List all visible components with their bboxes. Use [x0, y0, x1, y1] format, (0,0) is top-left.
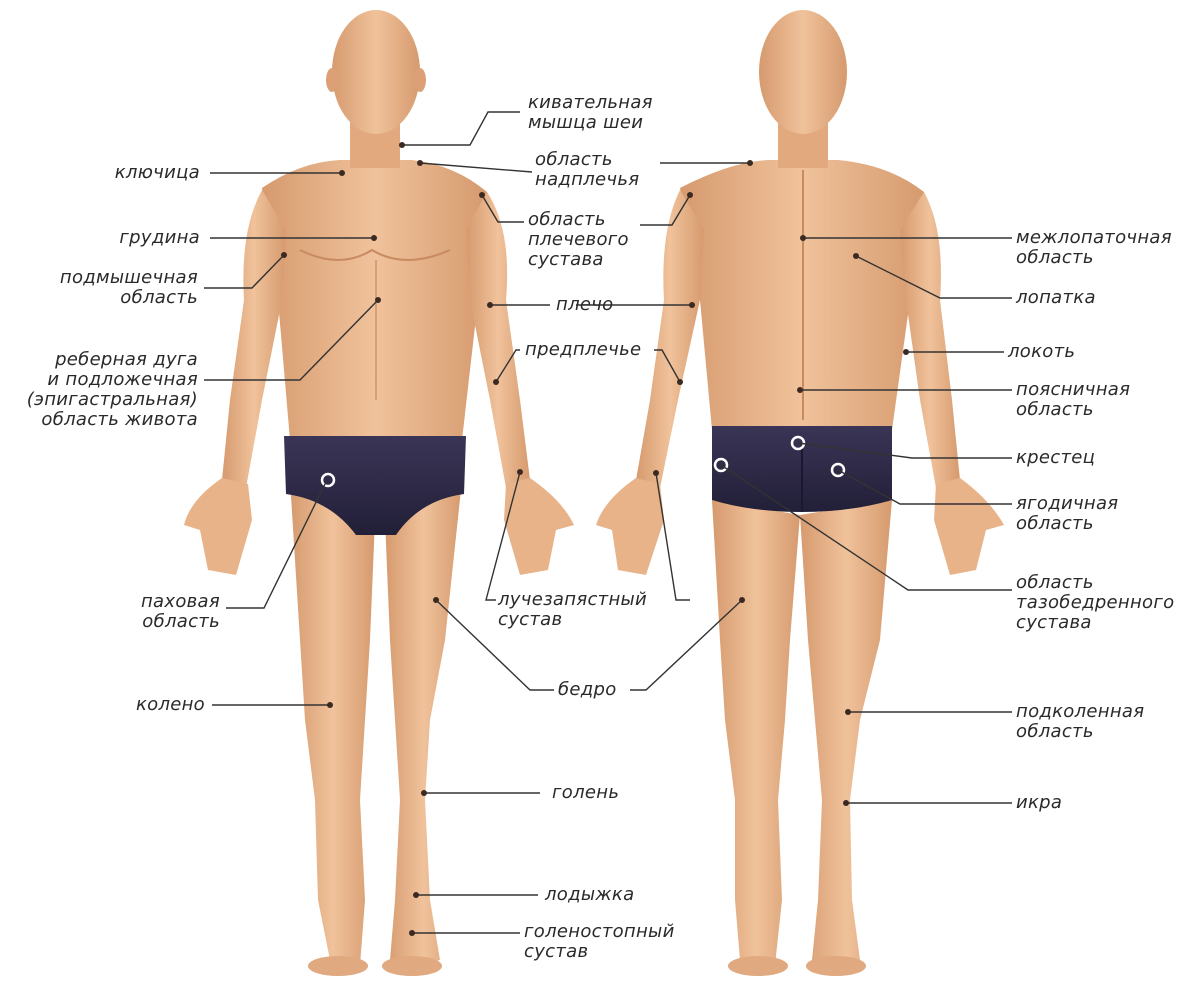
- label-podmyshechnaya: подмышечная область: [40, 268, 198, 308]
- label-luchezapyastny: лучезапястный сустав: [498, 590, 647, 630]
- label-podkolennaya: подколенная область: [1016, 702, 1144, 742]
- label-lopatka: лопатка: [1016, 288, 1096, 308]
- label-nadplechye: область надплечья: [535, 150, 639, 190]
- front-body: [184, 10, 574, 976]
- back-body: [596, 10, 1004, 976]
- label-golen: голень: [552, 783, 619, 803]
- label-bedro: бедро: [558, 680, 617, 700]
- label-yagodichnaya: ягодичная область: [1016, 494, 1118, 534]
- label-golenostopny: голеностопный сустав: [524, 922, 675, 962]
- label-pakhovaya: паховая область: [60, 592, 220, 632]
- label-lokot: локоть: [1008, 342, 1075, 362]
- label-rebernaya: реберная дуга и подложечная (эпигастраль…: [10, 350, 198, 430]
- label-krestets: крестец: [1016, 448, 1095, 468]
- label-mezhlopatochnaya: межлопаточная область: [1016, 228, 1172, 268]
- label-ikra: икра: [1016, 793, 1062, 813]
- label-grudina: грудина: [60, 228, 200, 248]
- label-plechevoy: область плечевого сустава: [528, 210, 629, 270]
- label-kivatelnaya: кивательная мышца шеи: [528, 93, 653, 133]
- label-lodyzhka: лодыжка: [545, 885, 634, 905]
- label-koleno: колено: [60, 695, 205, 715]
- label-poyasnichnaya: поясничная область: [1016, 380, 1130, 420]
- label-klyuchitsa: ключица: [60, 163, 200, 183]
- label-tazobedrenny: область тазобедренного сустава: [1016, 573, 1174, 633]
- label-predplechye: предплечье: [525, 340, 641, 360]
- label-plecho: плечо: [556, 295, 614, 315]
